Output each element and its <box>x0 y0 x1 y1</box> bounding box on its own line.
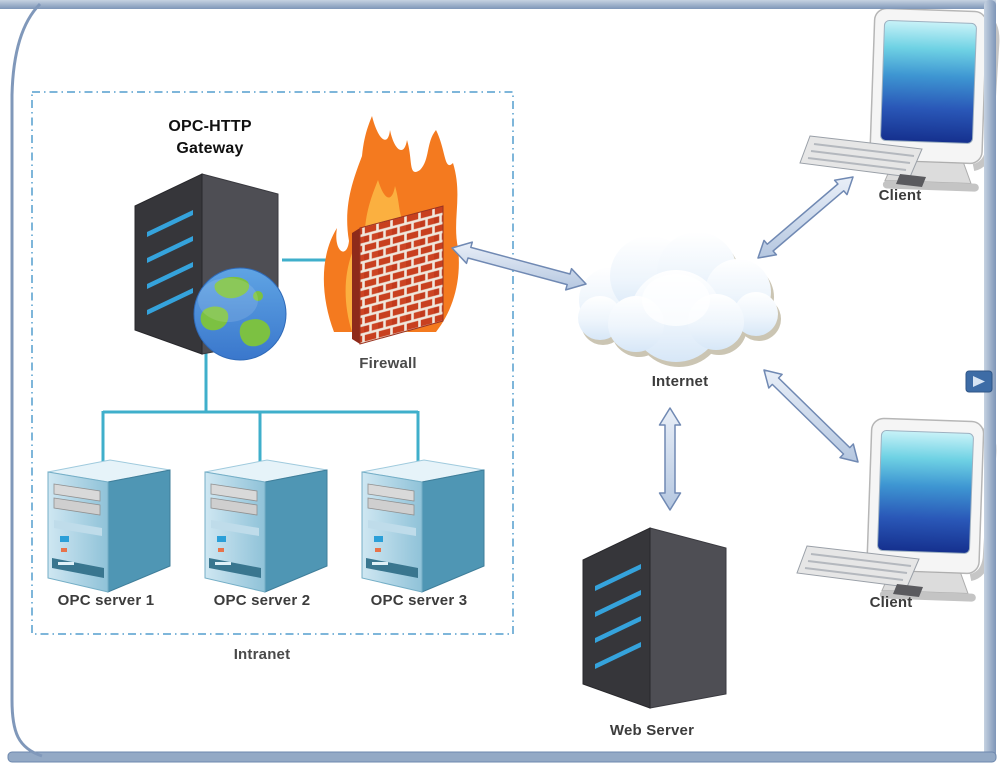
opc-server-2-label: OPC server 2 <box>213 592 311 609</box>
client-bottom-label: Client <box>869 594 913 611</box>
firewall-icon <box>352 205 444 345</box>
slide-panel-handle[interactable] <box>965 370 993 393</box>
arrow-firewall-internet <box>451 241 587 291</box>
web-server-label: Web Server <box>609 722 695 739</box>
opc-server-1-icon <box>47 459 171 593</box>
gateway-label: OPC-HTTP Gateway <box>168 118 252 157</box>
chevron-right-icon <box>973 376 985 387</box>
opc-server-2-icon <box>204 459 328 593</box>
opc-server-3-label: OPC server 3 <box>370 592 468 609</box>
opc-server-1-label: OPC server 1 <box>57 592 155 609</box>
arrow-internet-client-top <box>757 176 854 259</box>
network-lines <box>101 258 420 462</box>
globe-icon <box>193 267 287 361</box>
intranet-label: Intranet <box>233 646 291 663</box>
intranet-boundary <box>31 91 514 635</box>
firewall-label: Firewall <box>359 355 417 372</box>
arrow-internet-client-bottom <box>763 369 859 463</box>
internet-label: Internet <box>651 373 709 390</box>
client-computer-bottom-icon <box>797 418 994 602</box>
client-top-label: Client <box>878 187 922 204</box>
client-computer-top-icon <box>800 8 997 192</box>
internet-cloud-icon <box>578 232 778 362</box>
arrow-internet-webserver <box>658 407 682 511</box>
web-server-icon <box>582 527 727 709</box>
opc-server-3-icon <box>361 459 485 593</box>
